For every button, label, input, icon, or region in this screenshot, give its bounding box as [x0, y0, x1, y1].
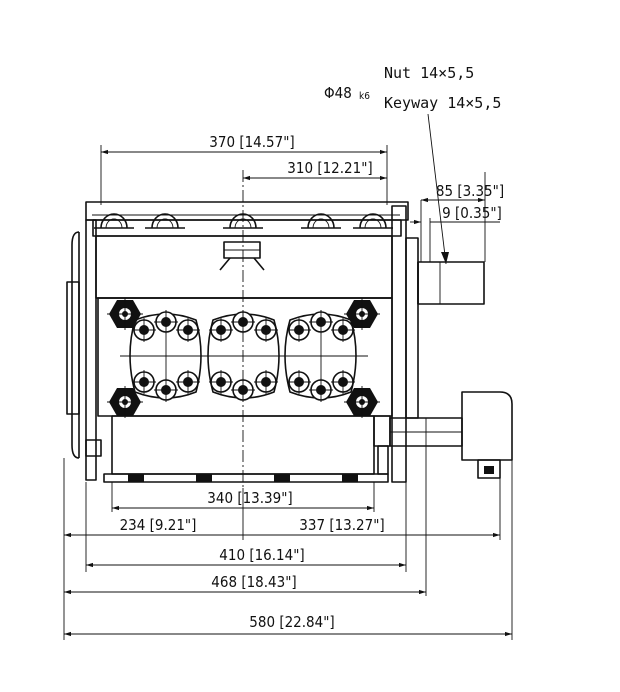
dim-234-label: 234 [9.21"] [120, 516, 197, 534]
cylinder-head-2 [198, 309, 290, 403]
cylinder-head-3 [276, 309, 368, 403]
dim-337-label: 337 [13.27"] [299, 516, 384, 534]
cylinder-head-1 [120, 309, 212, 403]
center-lines [100, 145, 486, 488]
dim-370: 370 [14.57"] [101, 133, 387, 155]
keyway-leader [427, 113, 447, 265]
dim-580: 580 [22.84"] [64, 613, 512, 637]
nut-label: Nut 14×5,5 [384, 64, 474, 82]
dim-85-label: 85 [3.35"] [436, 182, 504, 200]
shaft-annotations: Φ48 k6 Nut 14×5,5 Keyway 14×5,5 [324, 64, 501, 265]
dim-310-label: 310 [12.21"] [287, 159, 372, 177]
pump-body [66, 201, 513, 483]
dim-85: 85 [3.35"] [421, 182, 504, 203]
gear-reducer [461, 391, 513, 461]
diameter-tolerance: k6 [359, 91, 370, 102]
dim-234-337: 234 [9.21"] 337 [13.27"] [64, 488, 500, 540]
dim-370-label: 370 [14.57"] [209, 133, 294, 151]
dim-340-label: 340 [13.39"] [207, 489, 292, 507]
dim-410: 410 [16.14"] [86, 546, 406, 568]
dim-9-label: 9 [0.35"] [442, 204, 502, 222]
drive-shaft [417, 261, 485, 305]
dim-580-label: 580 [22.84"] [249, 613, 334, 631]
dim-410-label: 410 [16.14"] [219, 546, 304, 564]
dim-9: 9 [0.35"] [410, 204, 502, 225]
keyway-label: Keyway 14×5,5 [384, 94, 501, 112]
bottom-extension-lines [63, 418, 513, 640]
dim-468-label: 468 [18.43"] [211, 573, 296, 591]
dim-468: 468 [18.43"] [64, 573, 426, 595]
dim-310: 310 [12.21"] [243, 159, 387, 181]
diameter-label: Φ48 [324, 84, 352, 102]
